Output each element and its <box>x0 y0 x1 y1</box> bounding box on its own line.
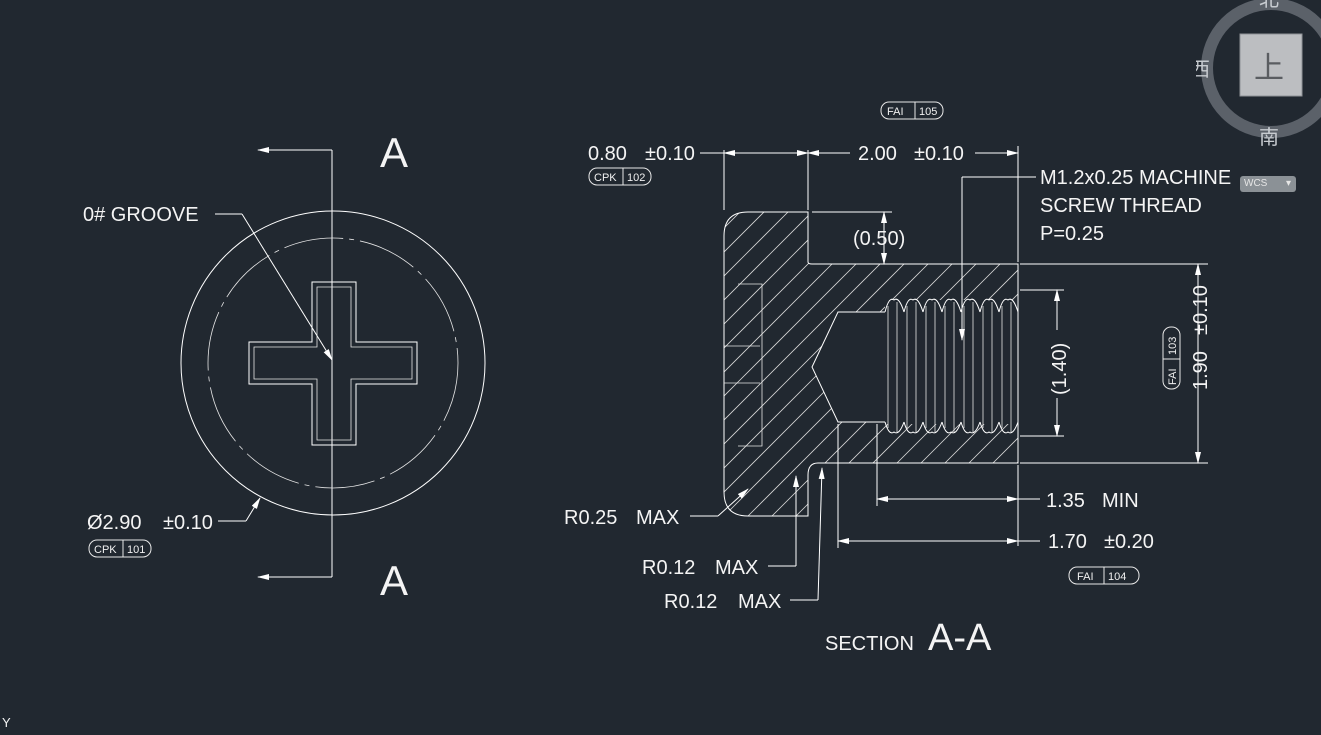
compass-west[interactable]: 西 <box>1196 57 1210 81</box>
compass-north[interactable]: 北 <box>1259 0 1279 11</box>
thread-teeth <box>884 298 1019 434</box>
cpk-101-badge: CPK 101 <box>88 539 152 558</box>
dim-080-tol: ±0.10 <box>645 143 695 165</box>
head-outer-circle <box>180 210 486 516</box>
svg-text:CPK: CPK <box>594 172 617 184</box>
diameter-tolerance: ±0.10 <box>163 512 213 534</box>
thread-note-line1: M1.2x0.25 MACHINE <box>1040 167 1231 189</box>
screw-outline <box>723 211 1019 517</box>
viewcube-top-face[interactable] <box>1239 33 1303 97</box>
dim-190-tol: ±0.10 <box>1190 285 1212 335</box>
fai-105-badge: FAI 105 <box>880 101 944 120</box>
viewcube-top-label: 上 <box>1254 51 1284 86</box>
dim-080-value: 0.80 <box>588 143 627 165</box>
thread-note-line2: SCREW THREAD <box>1040 195 1202 217</box>
dim-140: (1.40) <box>1049 343 1071 395</box>
svg-text:104: 104 <box>1108 571 1126 583</box>
dim-190-value: 1.90 <box>1190 351 1212 390</box>
svg-text:101: 101 <box>127 544 145 556</box>
radius-025-suffix: MAX <box>636 507 679 529</box>
ucs-y-label: Y <box>2 715 11 730</box>
groove-leader <box>241 213 333 361</box>
section-letter-top: A <box>380 129 408 176</box>
dim-200-tol: ±0.10 <box>914 143 964 165</box>
dim-135-suffix: MIN <box>1102 490 1139 512</box>
viewcube[interactable]: 上 北 西 南 WCS ▾ <box>1196 0 1321 192</box>
cpk-102-badge: CPK 102 <box>588 167 652 186</box>
svg-text:102: 102 <box>627 172 645 184</box>
svg-text:FAI: FAI <box>1167 368 1179 385</box>
wcs-menu-button[interactable]: WCS ▾ <box>1240 176 1296 192</box>
fai-103-badge: FAI 103 <box>1162 326 1181 390</box>
head-inner-circle <box>207 237 459 489</box>
dim-170-value: 1.70 <box>1048 531 1087 553</box>
front-view: 0# GROOVE Ø2.90 ±0.10 CPK 101 A A <box>83 129 486 604</box>
chevron-down-icon: ▾ <box>1285 178 1291 189</box>
radius-012a-value: R0.12 <box>642 557 695 579</box>
svg-text:FAI: FAI <box>1077 571 1094 583</box>
head-groove-line <box>738 283 763 447</box>
section-title-main: A-A <box>928 617 992 659</box>
dim-050: (0.50) <box>853 228 905 250</box>
section-hatch <box>724 212 1018 516</box>
diameter-value: Ø2.90 <box>87 512 141 534</box>
cross-groove-outer <box>248 281 418 446</box>
svg-text:105: 105 <box>919 106 937 118</box>
radius-025-value: R0.25 <box>564 507 617 529</box>
compass-south[interactable]: 南 <box>1259 125 1279 149</box>
svg-text:CPK: CPK <box>94 544 117 556</box>
drill-recess <box>811 311 885 423</box>
radius-012b-value: R0.12 <box>664 591 717 613</box>
svg-text:FAI: FAI <box>887 106 904 118</box>
radius-012a-suffix: MAX <box>715 557 758 579</box>
thread-core <box>885 300 1018 424</box>
section-view: 0.80 ±0.10 CPK 102 2.00 ±0.10 FAI 105 (0… <box>564 101 1231 659</box>
section-letter-bottom: A <box>380 557 408 604</box>
dim-170-tol: ±0.20 <box>1104 531 1154 553</box>
socket-cavity <box>812 312 885 422</box>
dim-135-value: 1.35 <box>1046 490 1085 512</box>
dim-200-value: 2.00 <box>858 143 897 165</box>
dia-leader <box>245 497 261 522</box>
cross-groove-inner <box>253 286 413 441</box>
svg-text:103: 103 <box>1167 337 1179 355</box>
viewcube-compass-ring[interactable] <box>1201 0 1321 138</box>
thread-note-line3: P=0.25 <box>1040 223 1104 245</box>
fai-104-badge: FAI 104 <box>1068 566 1140 585</box>
radius-012b-suffix: MAX <box>738 591 781 613</box>
section-title-prefix: SECTION <box>825 633 914 655</box>
wcs-label: WCS <box>1244 178 1268 189</box>
groove-label: 0# GROOVE <box>83 204 199 226</box>
